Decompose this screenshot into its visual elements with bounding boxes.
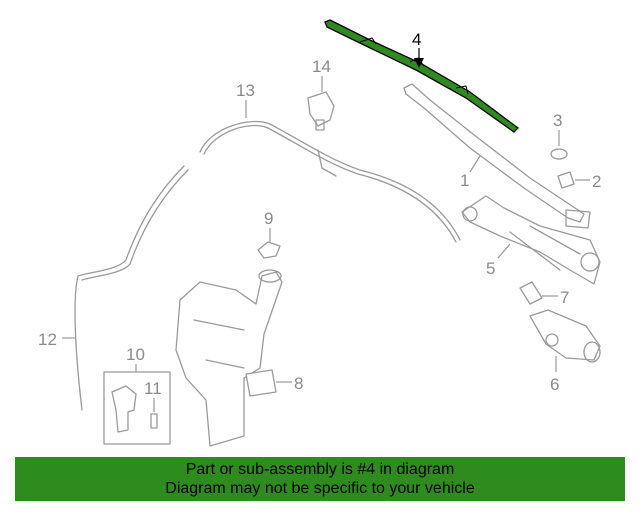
cap-part-3[interactable] [550,148,568,160]
nozzle-part-14[interactable] [307,91,335,131]
cap-part-9[interactable] [257,241,281,259]
callout-1[interactable]: 1 [460,171,469,190]
callout-3[interactable]: 3 [553,111,562,130]
seal-part-11[interactable] [150,413,158,429]
wiper-arm-part-1[interactable] [403,83,591,229]
callout-9[interactable]: 9 [264,209,273,228]
callout-12[interactable]: 12 [38,330,57,349]
callout-5[interactable]: 5 [486,259,495,278]
hose-part-13[interactable] [199,120,461,243]
banner-line-2: Diagram may not be specific to your vehi… [165,480,475,497]
leader-1 [469,155,481,173]
callout-7[interactable]: 7 [560,288,569,307]
nut-part-2[interactable] [557,171,575,189]
callout-11[interactable]: 11 [144,379,162,398]
callout-14[interactable]: 14 [312,57,331,76]
linkage-part-5[interactable] [461,195,601,285]
info-banner: Part or sub-assembly is #4 in diagram Di… [15,457,625,501]
callout-4[interactable]: 4 [412,30,421,49]
hose-part-12[interactable] [74,165,189,411]
bracket-part-8[interactable] [245,369,277,397]
banner-line-1: Part or sub-assembly is #4 in diagram [185,461,455,478]
callout-6[interactable]: 6 [550,375,559,394]
arrow-4 [414,58,424,68]
callout-10[interactable]: 10 [126,345,145,364]
leader-5 [497,243,511,259]
callout-2[interactable]: 2 [592,172,601,191]
bracket-part-7[interactable] [519,281,543,305]
wiper-blade-part-4[interactable] [324,19,519,133]
motor-part-6[interactable] [529,309,601,363]
callout-8[interactable]: 8 [294,374,303,393]
callout-13[interactable]: 13 [236,81,255,100]
pump-kit-part-10[interactable] [103,371,171,445]
washer-reservoir[interactable] [175,269,283,447]
